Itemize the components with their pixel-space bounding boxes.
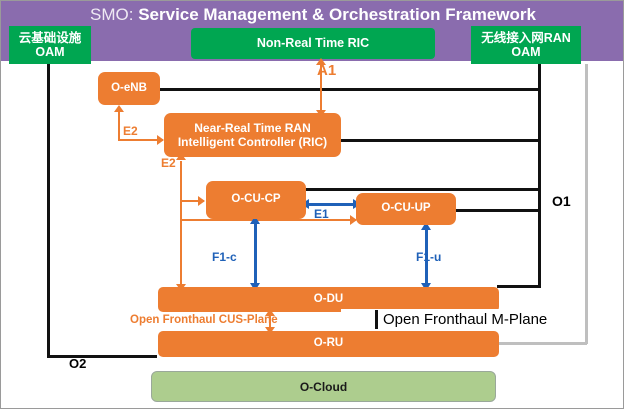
o-cu-up-box[interactable]: O-CU-UP [356, 193, 456, 225]
o1-branch-o-enb [158, 88, 541, 91]
f1c-line [254, 223, 257, 285]
o1-right-vertical-line [538, 64, 541, 286]
smo-title-prefix: SMO: [90, 5, 139, 24]
e2-interface-label-enb: E2 [123, 124, 138, 138]
smo-title-main: Service Management & Orchestration Frame… [138, 5, 536, 24]
f1c-arrowhead-up-icon [250, 216, 260, 224]
e1-interface-label: E1 [314, 207, 329, 221]
o-cloud-label: O-Cloud [299, 379, 348, 394]
o1-branch-ric [339, 139, 541, 142]
non-real-time-ric-box[interactable]: Non-Real Time RIC [191, 28, 435, 59]
cloud-oam-label-line1: 云基础设施 [18, 30, 82, 45]
a1-arrowhead-up-icon [316, 58, 326, 65]
o2-interface-label: O2 [69, 356, 87, 371]
e2-interface-label-main: E2 [161, 156, 176, 170]
o-enb-box[interactable]: O-eNB [98, 72, 160, 105]
o1-branch-o-cu-cp [304, 188, 541, 191]
e1-line [308, 203, 358, 206]
e2-ric-arrowhead-icon [157, 135, 164, 145]
o-cu-cp-box[interactable]: O-CU-CP [206, 181, 306, 219]
ran-oam-label-line2: OAM [511, 45, 541, 59]
o-enb-label: O-eNB [111, 81, 147, 94]
oru-gray-vertical-line [585, 64, 588, 344]
e2-enb-vertical-line [118, 112, 120, 140]
o-cu-cp-label: O-CU-CP [231, 193, 281, 206]
f1u-line [425, 229, 428, 285]
ran-oam-box[interactable]: 无线接入网RAN OAM [471, 26, 581, 64]
near-rt-ric-label-line2: Intelligent Controller (RIC) [177, 135, 328, 149]
e2-main-vertical-line [180, 161, 182, 291]
e2-enb-arrowhead-icon [114, 105, 124, 112]
near-real-time-ran-ric-box[interactable]: Near-Real Time RAN Intelligent Controlle… [164, 113, 341, 157]
o1-branch-o-cu-up [454, 209, 541, 212]
cus-plane-line [269, 314, 271, 332]
o-cu-up-label: O-CU-UP [381, 202, 431, 215]
a1-line [320, 63, 322, 115]
e2-ocuup-arrowhead-icon [350, 215, 357, 225]
o1-branch-o-du [497, 285, 541, 288]
o-ru-label: O-RU [313, 337, 344, 350]
f1u-interface-label: F1-u [416, 250, 442, 264]
oru-gray-horizontal-line [497, 342, 587, 345]
smo-title: SMO: Service Management & Orchestration … [1, 3, 623, 27]
o1-interface-label: O1 [552, 193, 571, 209]
e2-ocucp-horizontal-line [180, 200, 204, 202]
o-du-label: O-DU [313, 292, 344, 305]
e2-ocucp-arrowhead-icon [198, 196, 205, 206]
o-du-box[interactable]: O-DU [158, 287, 499, 312]
cus-plane-arrowhead-up-icon [265, 309, 275, 316]
o-cloud-box[interactable]: O-Cloud [151, 371, 496, 402]
a1-interface-label: A1 [317, 62, 337, 79]
non-real-time-ric-label: Non-Real Time RIC [256, 36, 370, 51]
o2-horizontal-line [47, 355, 157, 358]
cloud-infrastructure-oam-box[interactable]: 云基础设施 OAM [9, 26, 91, 64]
f1c-interface-label: F1-c [212, 250, 237, 264]
cus-plane-arrowhead-down-icon [265, 327, 275, 334]
o2-left-vertical-line [47, 64, 50, 358]
m-plane-label: Open Fronthaul M-Plane [375, 310, 548, 329]
cloud-oam-label-line2: OAM [35, 45, 65, 59]
ran-oam-label-line1: 无线接入网RAN [481, 30, 571, 45]
f1u-arrowhead-up-icon [421, 222, 431, 230]
e2-ric-horizontal-line [118, 139, 163, 141]
o-ru-box[interactable]: O-RU [158, 331, 499, 357]
cus-plane-label: Open Fronthaul CUS-Plane [130, 314, 278, 326]
near-rt-ric-label-line1: Near-Real Time RAN [194, 120, 311, 135]
e2-ocuup-horizontal-line [180, 219, 356, 221]
